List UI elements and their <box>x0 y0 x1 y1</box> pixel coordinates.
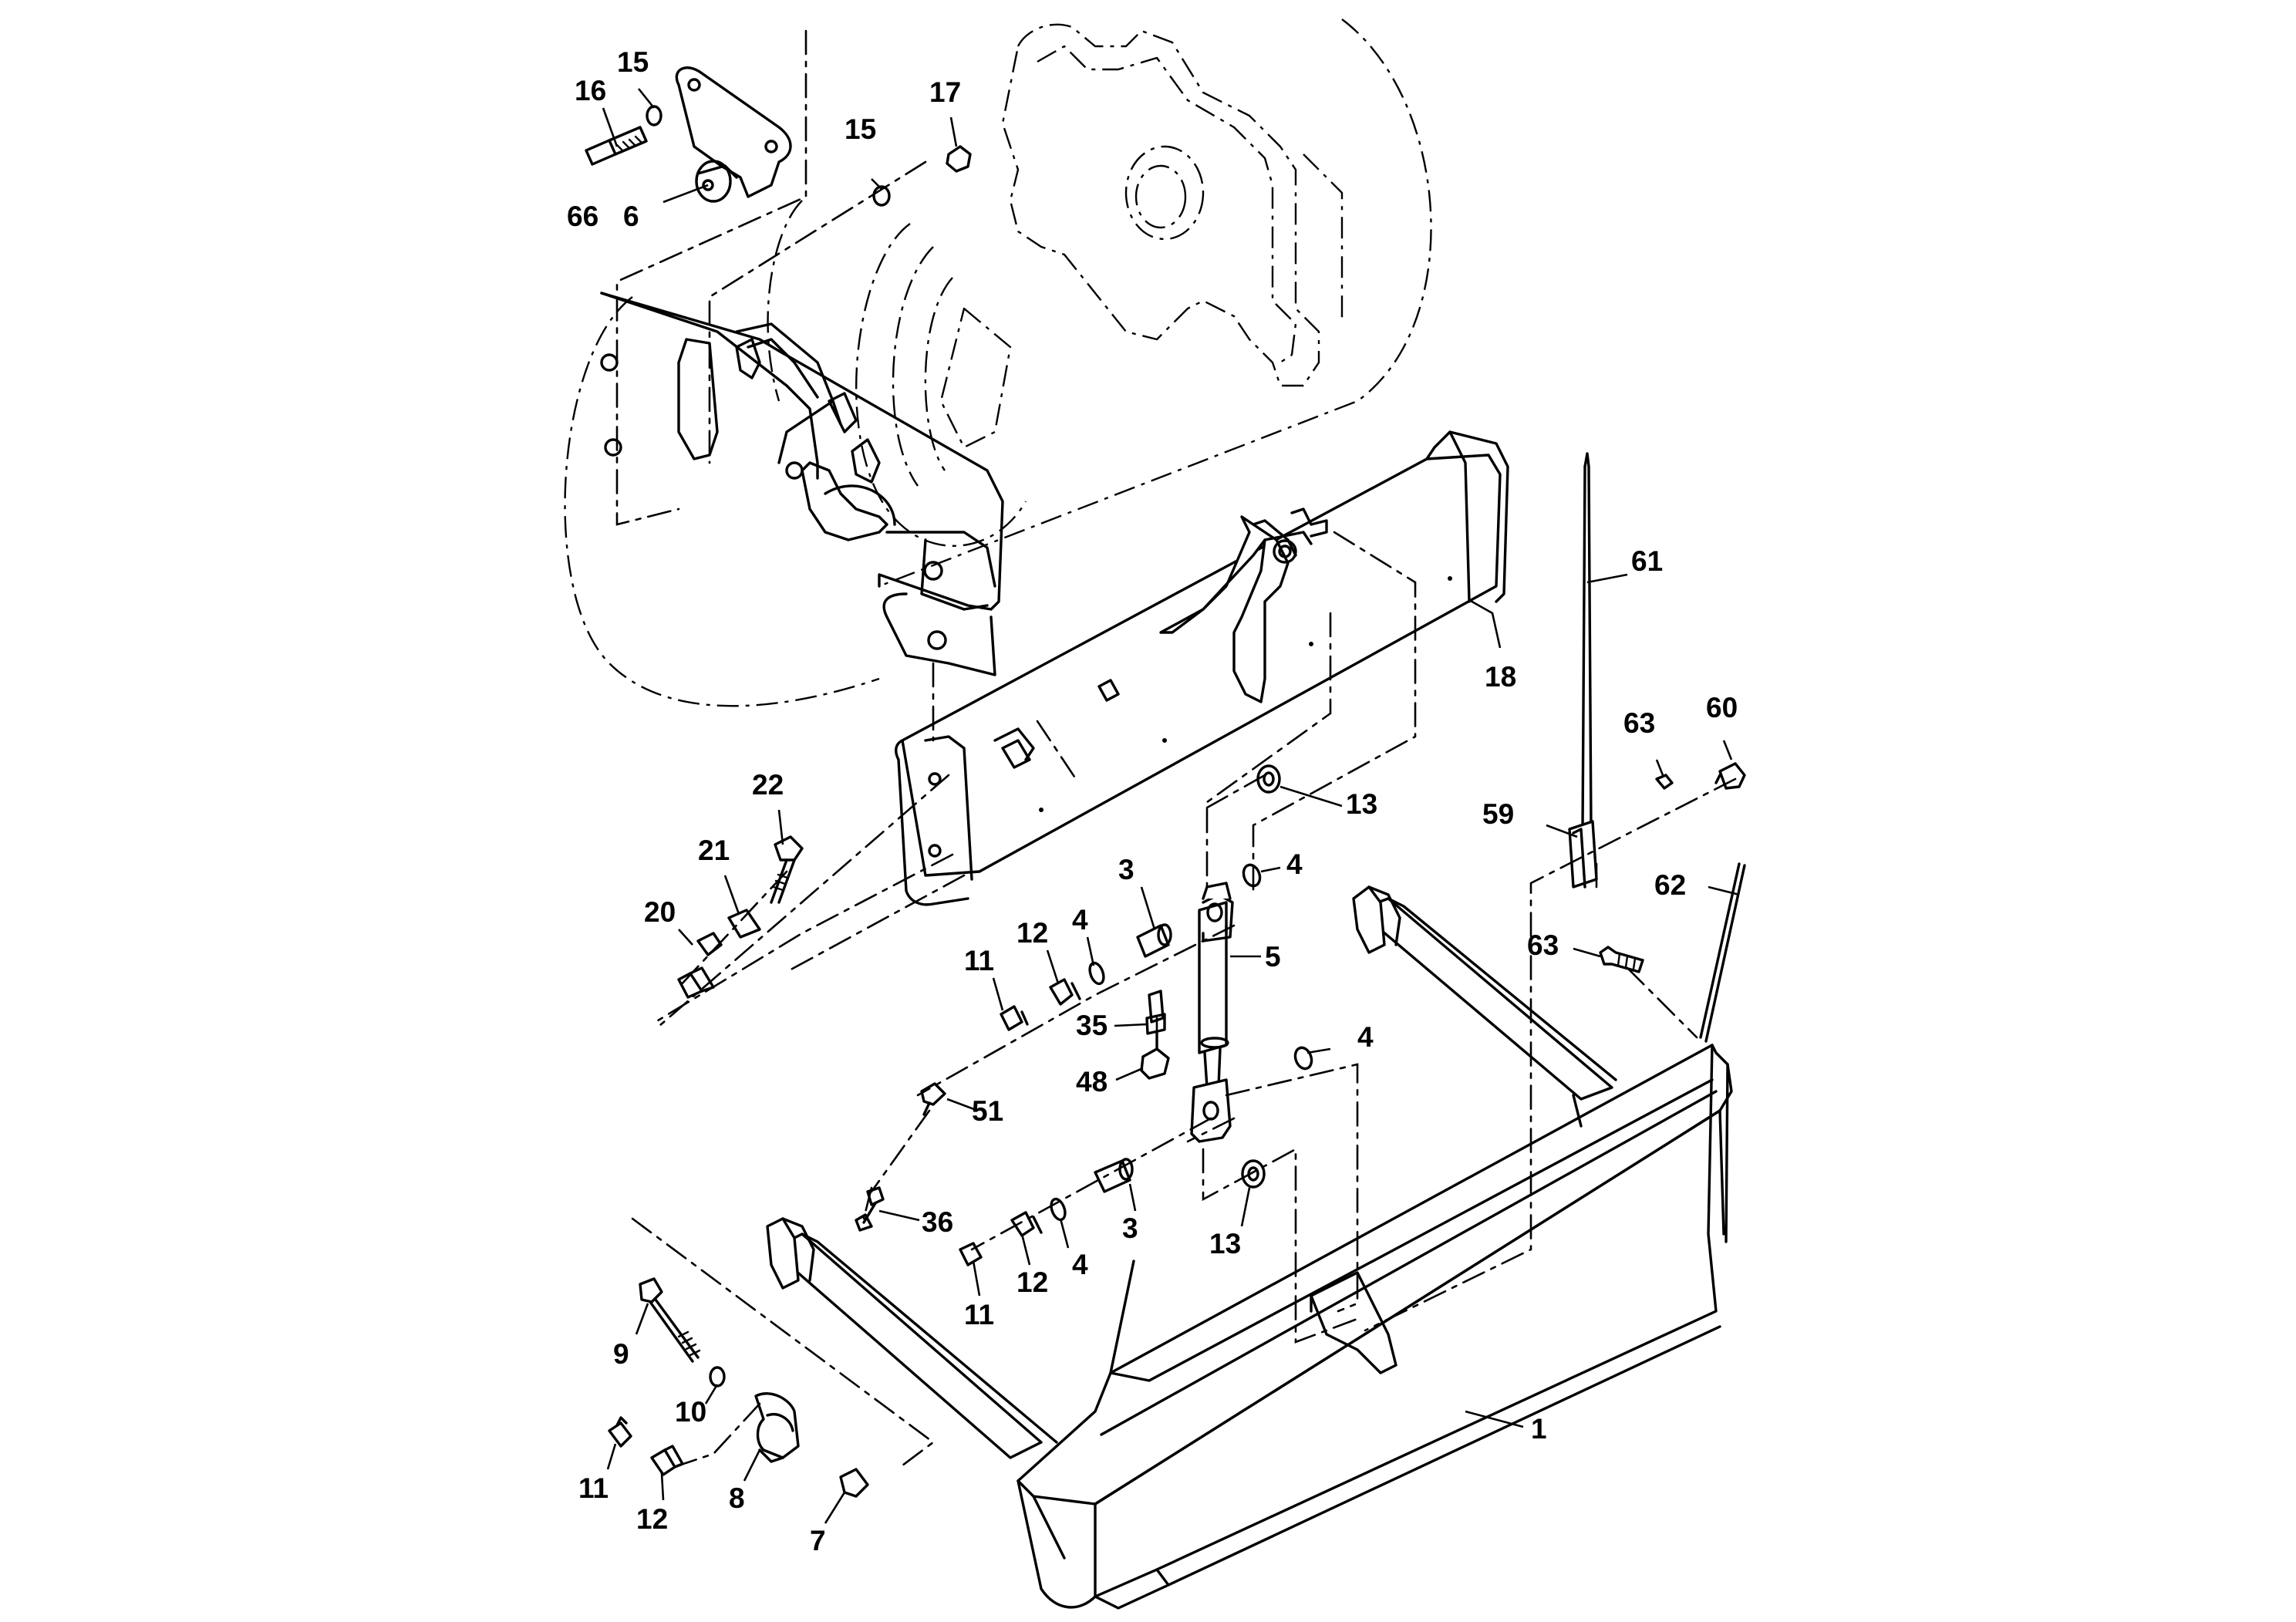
assembly-center-lines <box>615 29 1737 1471</box>
callout-1: 1 <box>1531 1413 1547 1445</box>
callout-3: 3 <box>1118 854 1135 885</box>
blade-push-beam-left <box>766 1217 1058 1459</box>
snap-ring-4-c <box>1050 1197 1067 1222</box>
fitting-35 <box>1145 990 1166 1035</box>
callout-59: 59 <box>1482 798 1514 830</box>
phantom-roller-drum <box>564 19 1432 707</box>
frame-side-plate <box>600 292 1004 676</box>
hitch-ear-bracket <box>675 66 792 203</box>
grease-clip <box>993 727 1035 761</box>
washer-15-mid <box>872 185 891 207</box>
pin-3-upper <box>1136 923 1172 958</box>
bolt-16 <box>585 126 648 166</box>
callout-18: 18 <box>1485 661 1516 693</box>
nut-17 <box>946 145 972 173</box>
blade-push-beam-right <box>1352 885 1617 1128</box>
callout-8: 8 <box>729 1482 745 1514</box>
clip-7 <box>839 1468 869 1498</box>
snap-ring-4-b <box>1242 863 1262 888</box>
callout-62: 62 <box>1654 869 1686 901</box>
spacer-13-upper <box>1256 764 1281 794</box>
snap-ring-4-d <box>1293 1046 1313 1071</box>
nut-63-bottom <box>1599 946 1644 973</box>
spacer-13-lower <box>1241 1159 1266 1189</box>
callout-4: 4 <box>1286 848 1303 880</box>
grease-fitting-11-lower <box>959 1242 983 1266</box>
callout-21: 21 <box>698 835 730 866</box>
callout-4: 4 <box>1072 904 1088 936</box>
callout-36: 36 <box>922 1206 953 1238</box>
bolt-60 <box>1714 762 1746 790</box>
callout-4: 4 <box>1072 1249 1088 1280</box>
callout-15: 15 <box>845 113 876 145</box>
callout-63: 63 <box>1623 707 1655 739</box>
callout-51: 51 <box>972 1095 1003 1127</box>
callout-4: 4 <box>1357 1021 1374 1053</box>
callout-61: 61 <box>1631 545 1663 577</box>
callout-17: 17 <box>929 76 961 108</box>
callout-11: 11 <box>578 1472 609 1504</box>
push-arm-frame <box>895 430 1509 906</box>
frame-clamp-brackets <box>735 338 881 484</box>
nut-63-top <box>1655 774 1674 790</box>
callout-11: 11 <box>964 1299 994 1330</box>
blade-lug <box>1310 1271 1397 1374</box>
callout-13: 13 <box>1346 788 1377 820</box>
callout-60: 60 <box>1706 692 1738 723</box>
callout-labels: 16 15 66 6 15 17 61 18 63 60 13 59 62 22… <box>567 46 1738 1556</box>
washer-15-top <box>646 105 663 126</box>
callout-3: 3 <box>1122 1212 1138 1244</box>
elbow-51 <box>920 1082 946 1116</box>
clamp-20 <box>677 932 723 999</box>
washer-10 <box>709 1366 726 1388</box>
callout-13: 13 <box>1209 1228 1241 1259</box>
grease-fitting-11-upper <box>1000 1005 1029 1031</box>
elbow-48 <box>1140 1032 1170 1080</box>
bolt-9 <box>639 1277 701 1363</box>
callout-6: 6 <box>623 201 639 232</box>
callout-20: 20 <box>644 896 676 928</box>
blade-left-rod <box>1109 1259 1135 1374</box>
grease-fitting-11-left <box>608 1416 632 1448</box>
bushing-12-upper <box>1049 978 1081 1006</box>
callout-35: 35 <box>1076 1010 1108 1041</box>
marker-bracket-59 <box>1568 820 1598 889</box>
callout-leaders <box>602 88 1740 1524</box>
callout-16: 16 <box>575 75 606 106</box>
callout-9: 9 <box>613 1338 629 1370</box>
callout-22: 22 <box>752 769 784 801</box>
callout-10: 10 <box>675 1396 706 1428</box>
bolt-22 <box>770 835 804 904</box>
callout-12: 12 <box>636 1503 668 1535</box>
callout-48: 48 <box>1076 1066 1108 1098</box>
bearing-block-8 <box>754 1392 800 1463</box>
callout-12: 12 <box>1017 1266 1048 1298</box>
wedge-21 <box>727 909 761 939</box>
snap-ring-4-a <box>1088 961 1105 986</box>
callout-7: 7 <box>810 1525 826 1556</box>
frame-pivot-bracket <box>1159 508 1328 703</box>
callout-66: 66 <box>567 201 598 232</box>
callout-5: 5 <box>1265 941 1281 973</box>
bushing-12-left <box>650 1445 684 1476</box>
callout-63: 63 <box>1527 929 1559 961</box>
callout-15: 15 <box>617 46 649 78</box>
callout-12: 12 <box>1017 917 1048 949</box>
callout-11: 11 <box>964 945 994 976</box>
marker-rod-61 <box>1581 452 1593 831</box>
hydraulic-cylinder <box>1190 882 1234 1143</box>
